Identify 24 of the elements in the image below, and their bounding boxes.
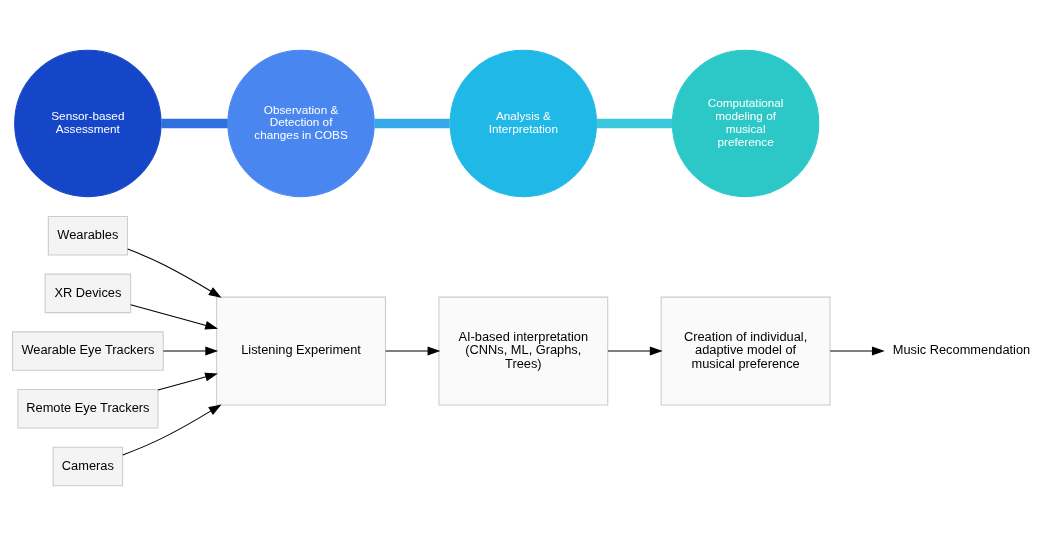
connector: [161, 118, 228, 128]
node-text: Music Recommendation: [892, 341, 1031, 357]
arrow: [127, 248, 222, 298]
node-circle: Computational modeling of musical preference: [671, 49, 820, 197]
arrow: [385, 346, 441, 356]
arrow: [157, 372, 218, 390]
arrow: [130, 303, 219, 330]
connector: [374, 118, 450, 128]
node-circle: Observation & Detection of changes in COBS: [227, 49, 375, 197]
node-box: Wearables: [47, 215, 128, 255]
node-box: Remote Eye Trackers: [17, 388, 159, 429]
node-circle: Analysis & Interpretation: [449, 49, 598, 197]
node-box: Creation of individual, adaptive model of musical preference: [660, 296, 831, 406]
arrow: [162, 346, 219, 356]
node-box: Wearable Eye Trackers: [12, 330, 164, 371]
node-box: Listening Experiment: [216, 296, 386, 406]
node-box: XR Devices: [44, 273, 132, 313]
arrow: [607, 346, 663, 356]
arrow: [829, 346, 885, 356]
connector: [596, 118, 673, 128]
node-box: Cameras: [52, 446, 124, 486]
node-box: AI-based interpretation (CNNs, ML, Graphs, Trees): [438, 296, 609, 406]
node-circle: Sensor-based Assessment: [14, 49, 162, 197]
arrow: [122, 403, 222, 455]
